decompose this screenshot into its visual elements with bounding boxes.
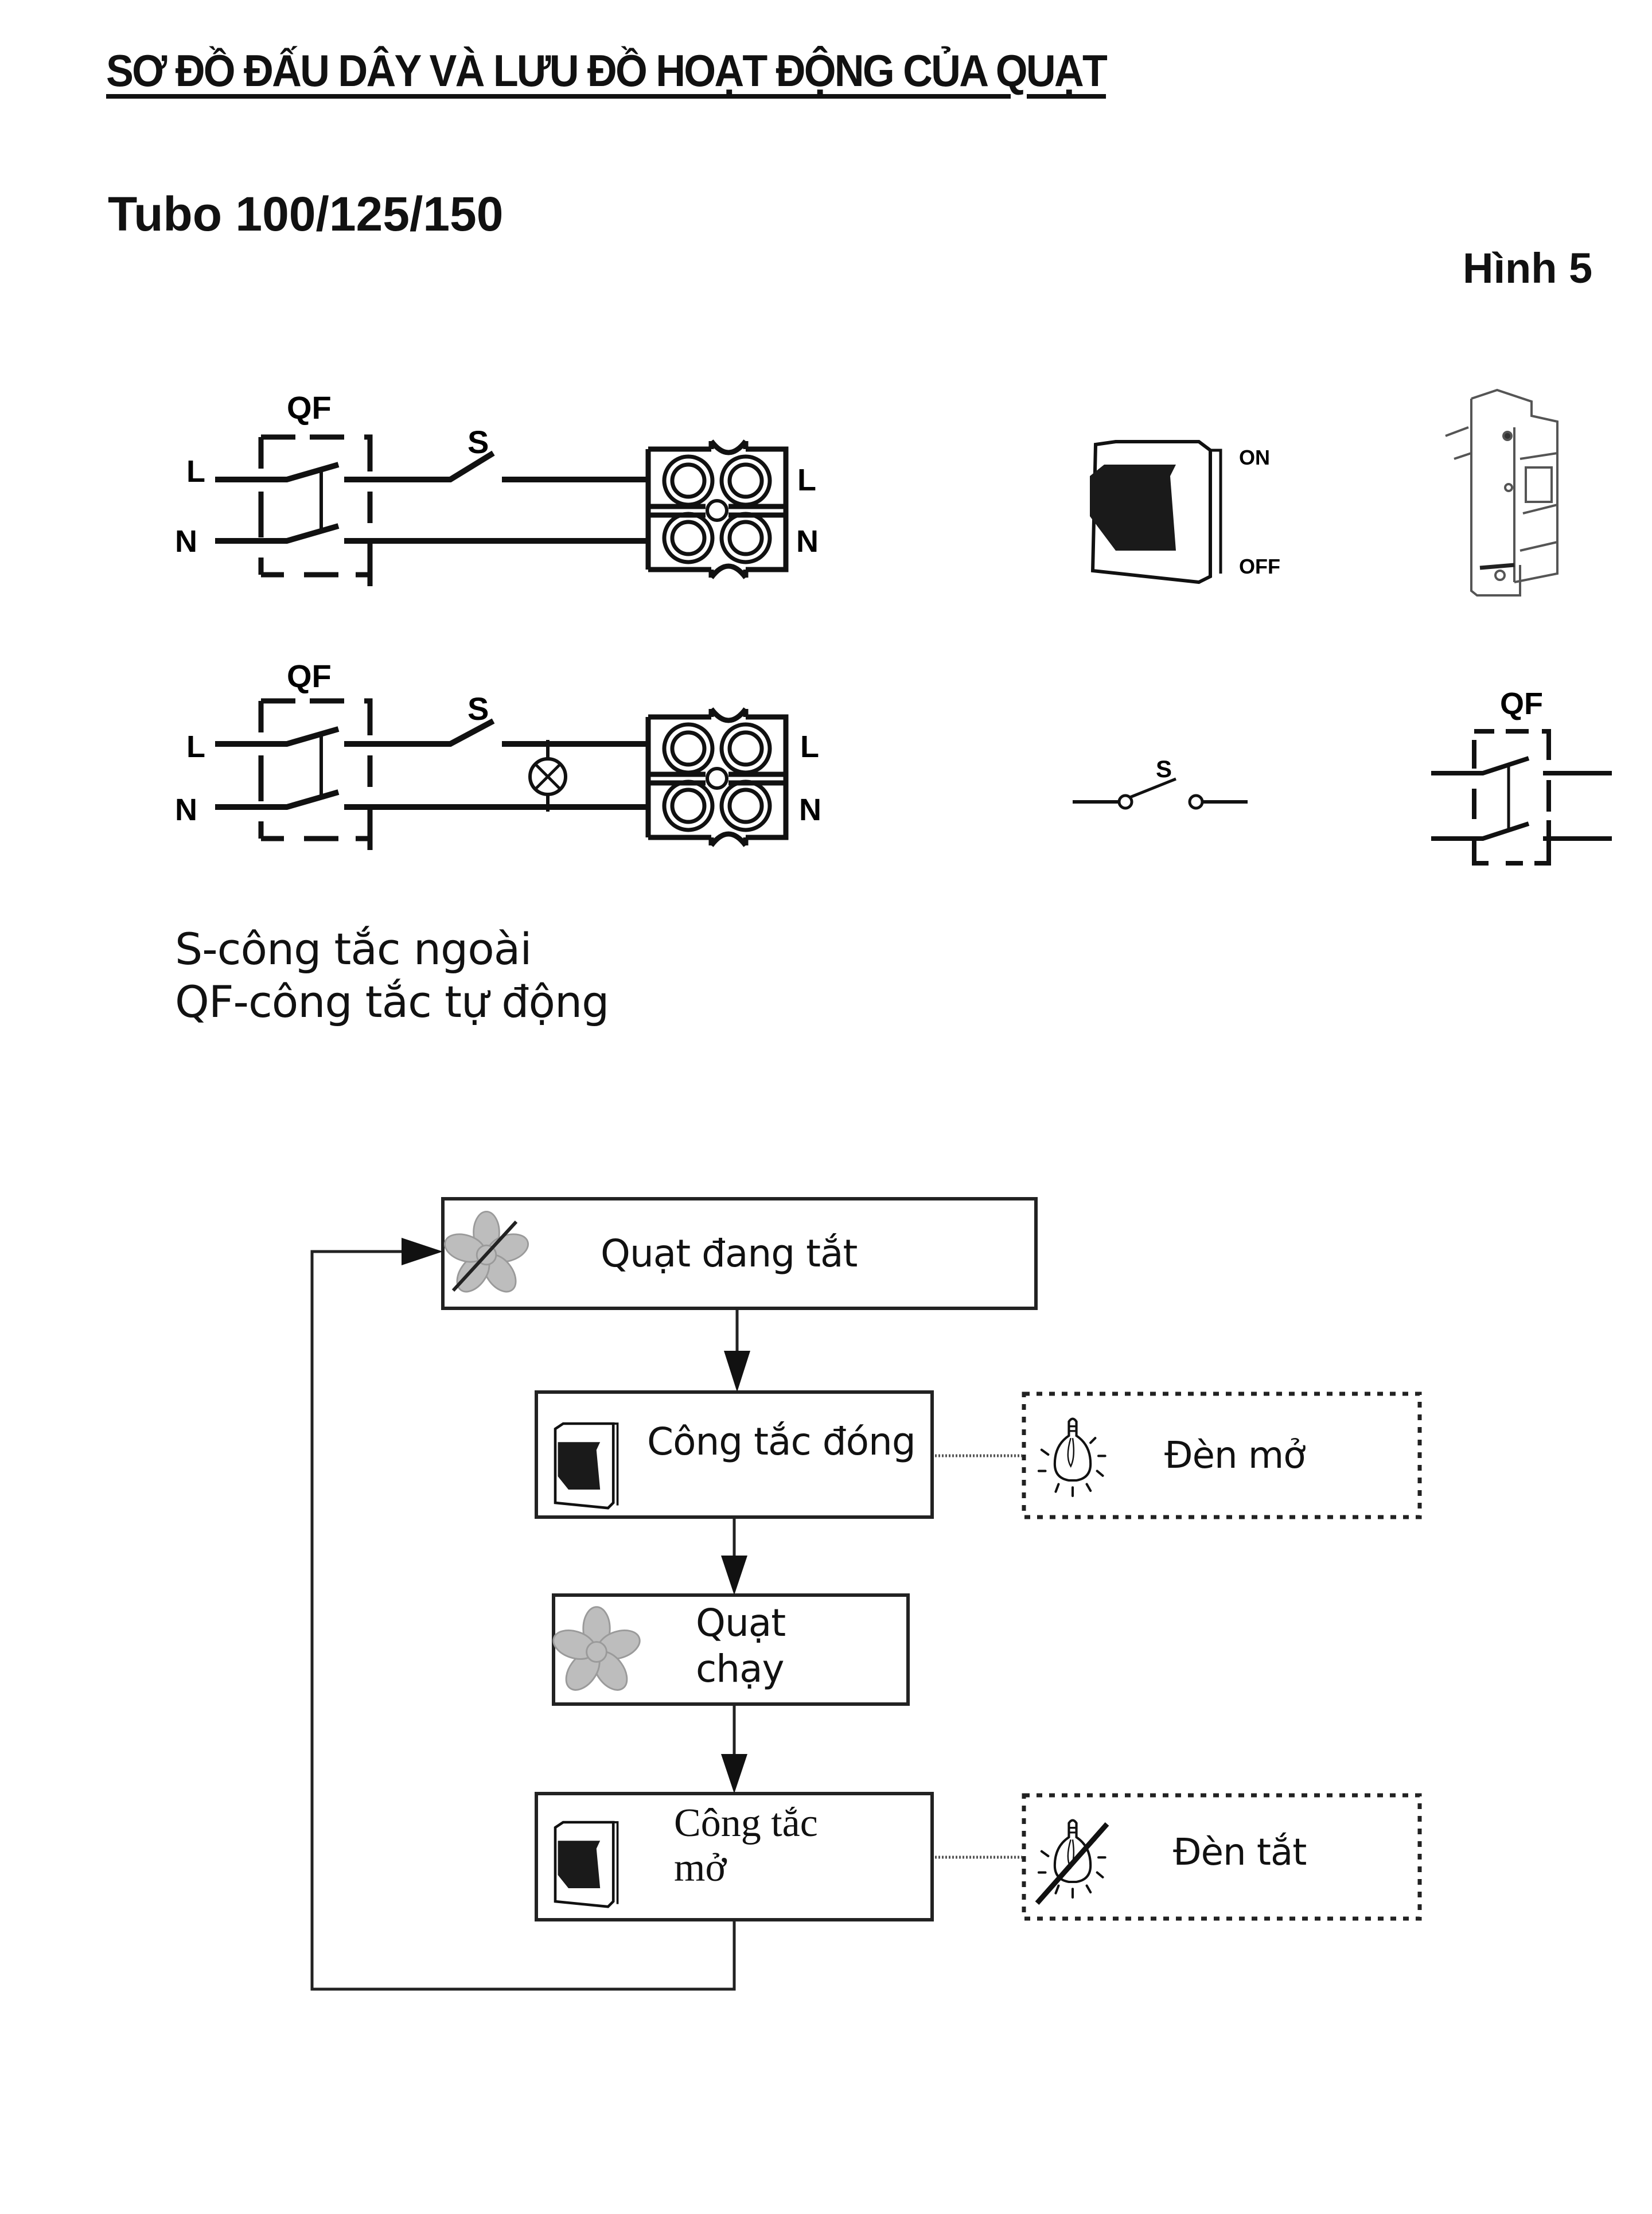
- breaker-label: QF: [287, 658, 332, 694]
- step-label-switch-off: Công tắc mở: [674, 1801, 818, 1891]
- step-label-line: chạy: [696, 1647, 785, 1691]
- step-label-line: Công tắc: [674, 1801, 818, 1845]
- rocker-switch-illustration: ON OFF: [1090, 440, 1280, 584]
- switch-off-label: OFF: [1239, 555, 1280, 578]
- step-fan-off: [440, 1197, 1038, 1310]
- note-label-lamp-off: Đèn tắt: [1173, 1831, 1307, 1874]
- switch-on-label: ON: [1239, 446, 1270, 469]
- wiring-diagrams: L N QF S L N L N QF S L N: [175, 388, 1612, 866]
- left-terminal-l: L: [186, 730, 205, 764]
- lamp-symbol: [528, 740, 567, 812]
- note-label-lamp-on: Đèn mở: [1164, 1435, 1306, 1477]
- note-lamp-on: [935, 1391, 1422, 1519]
- step-label-switch-on: Công tắc đóng: [647, 1420, 916, 1464]
- step-fan-running: [548, 1593, 910, 1706]
- right-terminal-n: N: [799, 793, 821, 827]
- arrow-right-icon: [402, 1238, 443, 1265]
- terminal-block: [648, 441, 786, 578]
- rocker-switch-icon: [555, 1822, 618, 1907]
- step-label-line: mở: [674, 1846, 727, 1890]
- right-terminal-n: N: [796, 524, 819, 559]
- flow-arrows: [310, 1238, 750, 1991]
- document-title: SƠ ĐỒ ĐẤU DÂY VÀ LƯU ĐỒ HOẠT ĐỘNG CỦA QU…: [106, 45, 1108, 96]
- breaker-qf: [261, 701, 370, 850]
- breaker-qf: [261, 437, 370, 586]
- right-terminal-l: L: [800, 730, 819, 764]
- right-terminal-l: L: [797, 463, 816, 497]
- wiring-diagram-1: L N QF S L N: [175, 389, 819, 586]
- arrow-down-icon: [724, 1351, 750, 1392]
- wiring-diagram-2: L N QF S L N: [175, 658, 821, 850]
- arrow-down-icon: [721, 1556, 747, 1595]
- step-switch-off: [535, 1792, 934, 1921]
- legend-item-breaker: QF-công tắc tự động: [175, 976, 609, 1027]
- switch-label: S: [467, 691, 489, 727]
- step-label-fan-off: Quạt đang tắt: [601, 1231, 858, 1276]
- switch-label: S: [467, 424, 489, 460]
- terminal-block: [648, 709, 786, 845]
- switch-symbol-label: S: [1156, 755, 1172, 782]
- breaker-label: QF: [287, 389, 332, 426]
- switch-symbol: S: [1073, 755, 1248, 810]
- left-terminal-n: N: [175, 793, 197, 827]
- step-label-fan-running: Quạt chạy: [696, 1600, 786, 1692]
- model-heading: Tubo 100/125/150: [108, 187, 504, 241]
- note-lamp-off: [935, 1793, 1422, 1921]
- legend-item-switch: S-công tắc ngoài: [175, 923, 532, 975]
- left-terminal-l: L: [186, 454, 205, 489]
- step-label-line: Quạt: [696, 1601, 786, 1645]
- breaker-symbol-label: QF: [1500, 687, 1543, 721]
- breaker-symbol: QF: [1431, 687, 1612, 866]
- left-terminal-n: N: [175, 524, 197, 559]
- circuit-breaker-illustration: [1445, 388, 1559, 597]
- operation-flowchart: [310, 1197, 1422, 1991]
- arrow-down-icon: [721, 1754, 747, 1794]
- rocker-switch-icon: [555, 1424, 618, 1508]
- figure-label: Hình 5: [1463, 244, 1593, 292]
